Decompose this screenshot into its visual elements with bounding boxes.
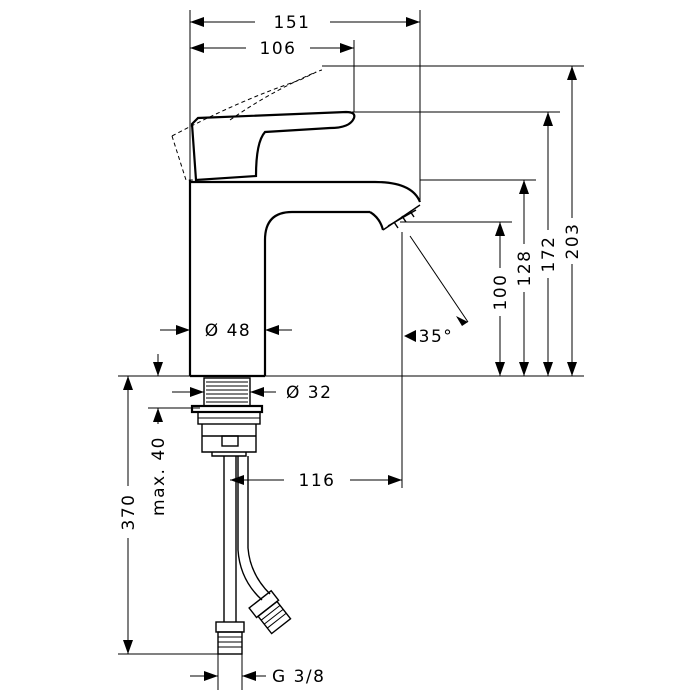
supply-hoses xyxy=(215,456,292,655)
dim-height-lever-top: 203 xyxy=(563,223,583,260)
dim-body-diameter: Ø 48 xyxy=(205,321,251,341)
dim-height-spout-top: 128 xyxy=(515,250,535,287)
dimension-lines xyxy=(123,17,577,681)
dim-height-lever-tip: 172 xyxy=(539,236,559,273)
dimension-labels: 151 106 203 172 128 100 35° Ø 48 Ø 32 ma… xyxy=(119,13,583,687)
dim-max-counter-thickness: max. 40 xyxy=(149,436,169,516)
dim-connection-thread: G 3/8 xyxy=(272,667,325,687)
dim-reach-from-shank: 116 xyxy=(299,471,336,491)
extension-lines xyxy=(118,10,584,690)
lever-handle xyxy=(171,69,356,182)
faucet-body xyxy=(188,180,422,378)
dim-spout-angle: 35° xyxy=(419,327,454,347)
dim-hose-length: 370 xyxy=(119,494,139,531)
dim-width-spout: 106 xyxy=(260,39,297,59)
shank-thread xyxy=(190,377,264,457)
dim-shank-diameter: Ø 32 xyxy=(286,383,332,403)
dim-width-total: 151 xyxy=(274,13,311,33)
dim-height-outlet: 100 xyxy=(491,274,511,311)
